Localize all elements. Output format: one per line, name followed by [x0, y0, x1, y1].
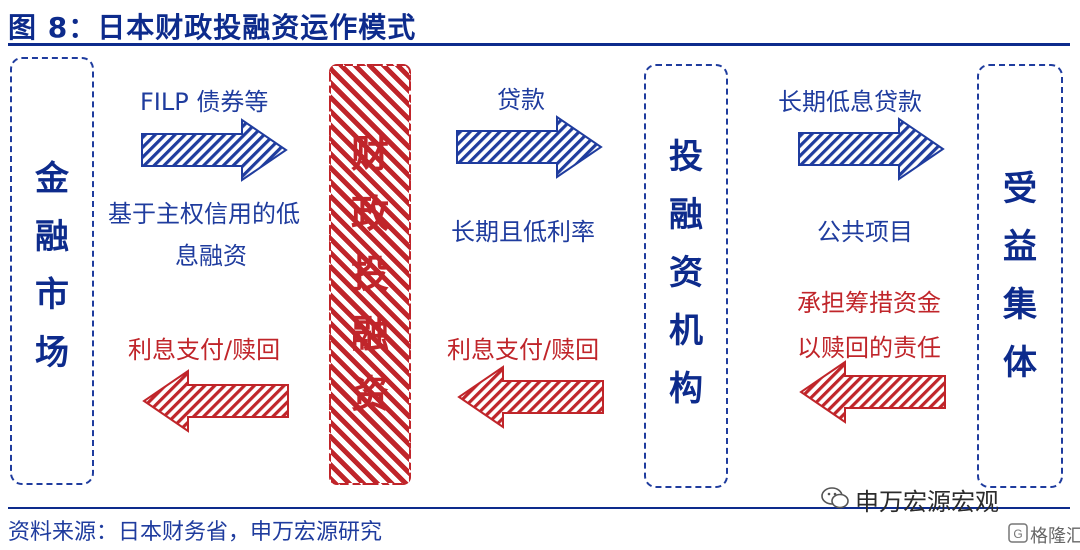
label-long-low-rate: 长期且低利率	[451, 218, 595, 246]
left-arrow-beneficiary-to-institution	[799, 360, 946, 424]
gelonghui-logo-icon: G	[1008, 523, 1028, 543]
svg-text:G: G	[1013, 527, 1022, 541]
institution-label: 投 融 资 机 构	[669, 137, 703, 409]
watermark: 申万宏源宏观	[855, 488, 999, 516]
left-arrow-filp-to-market	[142, 369, 289, 433]
beneficiary-box	[977, 64, 1063, 488]
beneficiary-label: 受 益 集 体	[1003, 169, 1037, 383]
financial-market-box	[10, 57, 94, 485]
label-sovereign-credit-line2: 息融资	[175, 242, 247, 270]
label-public-projects: 公共项目	[817, 218, 913, 246]
label-interest-payment-left: 利息支付/赎回	[128, 336, 281, 364]
label-filp-bonds: FILP 债券等	[140, 88, 269, 116]
title-rule	[8, 43, 1070, 46]
watermark-gelonghui: 格隆汇	[1030, 526, 1080, 547]
footer-rule	[8, 507, 1070, 509]
financial-market-label: 金 融 市 场	[35, 159, 69, 373]
right-arrow-market-to-filp	[141, 118, 288, 182]
figure-title: 图 8：日本财政投融资运作模式	[8, 11, 417, 44]
filp-label: 财 政 投 融 资	[350, 132, 389, 416]
label-interest-payment-mid: 利息支付/赎回	[447, 336, 600, 364]
label-long-low-loan: 长期低息贷款	[778, 88, 922, 116]
label-sovereign-credit-line1: 基于主权信用的低	[108, 200, 300, 228]
left-arrow-institution-to-filp	[457, 365, 604, 429]
wechat-icon	[821, 487, 849, 509]
right-arrow-institution-to-beneficiary	[798, 117, 945, 181]
filp-column	[329, 64, 411, 485]
source-note: 资料来源：日本财务省，申万宏源研究	[8, 520, 383, 545]
right-arrow-filp-to-institution	[456, 115, 603, 179]
label-responsibility-line2: 以赎回的责任	[797, 334, 941, 362]
label-responsibility-line1: 承担筹措资金	[797, 289, 941, 317]
label-loan: 贷款	[497, 86, 545, 114]
institution-box	[644, 64, 728, 488]
